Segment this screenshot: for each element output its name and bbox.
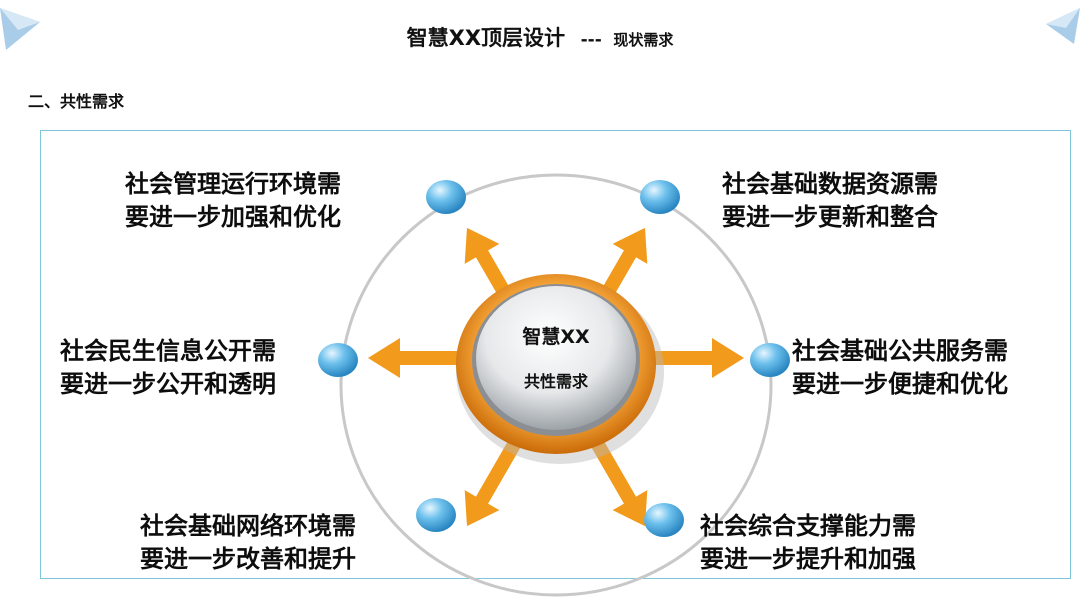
node-mid-right: [750, 343, 790, 377]
need-mid-right: 社会基础公共服务需 要进一步便捷和优化: [792, 335, 1008, 401]
need-top-right-line2: 要进一步更新和整合: [722, 201, 938, 234]
node-bottom-left: [416, 498, 456, 532]
need-top-right-line1: 社会基础数据资源需: [722, 168, 938, 201]
node-mid-left: [318, 343, 358, 377]
need-top-left-line1: 社会管理运行环境需: [125, 168, 341, 201]
node-top-left: [426, 180, 466, 214]
need-bottom-right-line1: 社会综合支撑能力需: [700, 510, 916, 543]
center-title: 智慧XX: [496, 322, 616, 349]
need-top-left: 社会管理运行环境需 要进一步加强和优化: [125, 168, 341, 234]
need-mid-left: 社会民生信息公开需 要进一步公开和透明: [60, 335, 276, 401]
need-bottom-right-line2: 要进一步提升和加强: [700, 543, 916, 576]
need-mid-right-line1: 社会基础公共服务需: [792, 335, 1008, 368]
need-top-left-line2: 要进一步加强和优化: [125, 201, 341, 234]
need-mid-left-line2: 要进一步公开和透明: [60, 368, 276, 401]
node-bottom-right: [644, 503, 684, 537]
node-top-right: [640, 180, 680, 214]
need-bottom-right: 社会综合支撑能力需 要进一步提升和加强: [700, 510, 916, 576]
center-disc: [476, 286, 636, 430]
need-bottom-left-line1: 社会基础网络环境需: [140, 510, 356, 543]
center-subtitle: 共性需求: [496, 368, 616, 392]
need-bottom-left-line2: 要进一步改善和提升: [140, 543, 356, 576]
need-mid-right-line2: 要进一步便捷和优化: [792, 368, 1008, 401]
need-top-right: 社会基础数据资源需 要进一步更新和整合: [722, 168, 938, 234]
need-mid-left-line1: 社会民生信息公开需: [60, 335, 276, 368]
need-bottom-left: 社会基础网络环境需 要进一步改善和提升: [140, 510, 356, 576]
